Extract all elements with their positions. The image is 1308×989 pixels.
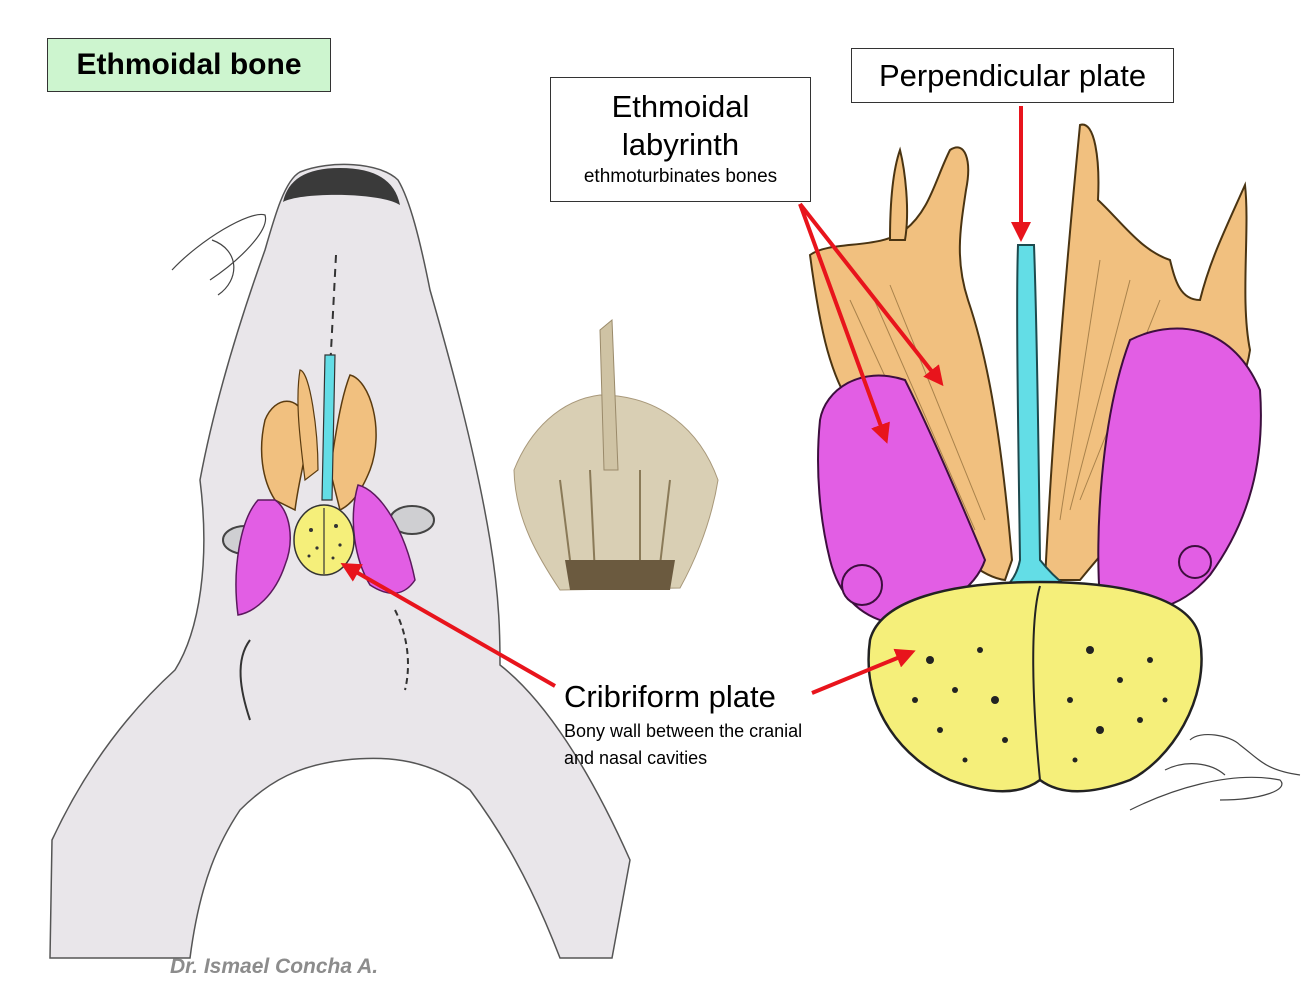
cribriform-plate-label-group: Cribriform plate Bony wall between the c… (564, 678, 884, 770)
arrow-labyrinth-1 (798, 203, 890, 444)
perpendicular-plate-label-box: Perpendicular plate (851, 48, 1174, 103)
signature-right (1129, 733, 1301, 811)
cribriform-desc-line2: and nasal cavities (564, 748, 708, 768)
cribriform-desc-line1: Bony wall between the cranial (564, 721, 803, 741)
ethmoidal-labyrinth-sublabel: ethmoturbinates bones (583, 166, 778, 187)
arrow-labyrinth-2 (798, 202, 944, 387)
arrows (340, 106, 1031, 695)
arrow-cribriform-left (340, 563, 556, 688)
page-title: Ethmoidal bone (76, 48, 302, 81)
cribriform-plate-label: Cribriform plate (564, 679, 776, 714)
ethmoid-small (235, 354, 416, 616)
ethmoid-large (808, 123, 1262, 793)
signature-left (171, 213, 267, 296)
ethmoidal-labyrinth-label-box: Ethmoidal labyrinth ethmoturbinates bone… (550, 77, 811, 202)
ethmoidal-labyrinth-label-line2: labyrinth (621, 127, 740, 162)
perpendicular-plate-label: Perpendicular plate (878, 57, 1147, 93)
author-credit: Dr. Ismael Concha A. (170, 955, 379, 978)
arrow-cribriform-right (811, 648, 916, 695)
ethmoidal-labyrinth-label-line1: Ethmoidal (611, 89, 750, 124)
title-box: Ethmoidal bone (47, 38, 331, 92)
ethmoid-photo (513, 318, 719, 591)
